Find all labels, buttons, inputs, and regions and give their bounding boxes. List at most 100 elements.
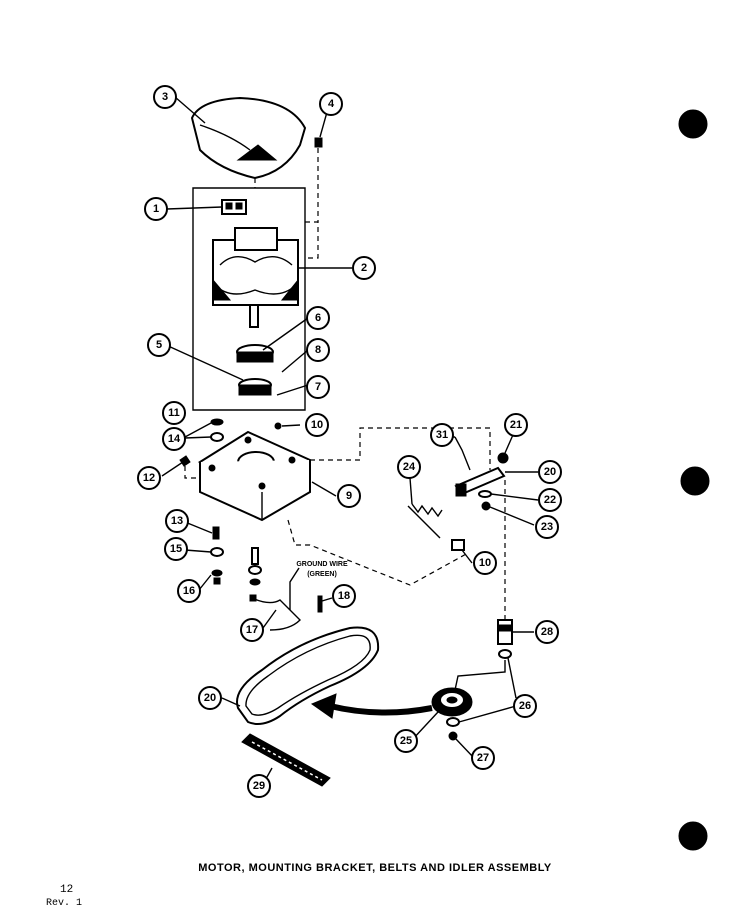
callout-16: 16 [177,579,201,603]
callout-13: 13 [165,509,189,533]
stud-part-13 [212,526,220,540]
callout-18: 18 [332,584,356,608]
ground-wire-color-label: (GREEN) [307,571,337,578]
svg-text:21: 21 [510,419,522,431]
callout-23: 23 [535,515,559,539]
callout-24: 24 [397,455,421,479]
svg-text:23: 23 [541,521,553,533]
screw-part-12 [179,455,191,467]
grommet-part-14 [210,432,224,442]
svg-text:16: 16 [183,585,195,597]
svg-text:31: 31 [436,429,448,441]
svg-text:14: 14 [168,433,181,445]
bolt-part-18 [317,595,323,613]
callout-25: 25 [394,729,418,753]
svg-text:11: 11 [168,407,180,419]
punch-hole-middle [680,466,710,496]
diagram-title: MOTOR, MOUNTING BRACKET, BELTS AND IDLER… [198,862,552,874]
callout-14: 14 [162,427,186,451]
svg-text:24: 24 [403,461,416,473]
svg-text:2: 2 [361,262,367,274]
svg-text:12: 12 [143,472,155,484]
ground-wire-part-17 [251,597,301,631]
direction-arrow [329,703,433,716]
callout-31: 31 [430,423,454,447]
callout-6: 6 [306,306,330,330]
svg-text:29: 29 [253,780,265,792]
callout-20-belt: 20 [198,686,222,710]
motor-group-frame [192,187,306,411]
callout-29: 29 [247,774,271,798]
svg-text:26: 26 [519,700,531,712]
idler-arm-part-20 [454,466,506,497]
punch-hole-bottom [678,821,708,851]
svg-text:7: 7 [315,381,321,393]
svg-text:1: 1 [153,203,159,215]
callout-3: 3 [153,85,177,109]
callout-9: 9 [337,484,361,508]
callout-27: 27 [471,746,495,770]
revision-label: Rev. 1 [46,898,83,909]
nut-part-21 [497,452,509,464]
svg-text:25: 25 [400,735,412,747]
callout-5: 5 [147,333,171,357]
idler-pulley-part-25 [431,687,473,717]
callout-21: 21 [504,413,528,437]
grommet-part-15 [210,547,224,557]
washer-part-22 [478,490,492,498]
svg-text:3: 3 [162,91,168,103]
callout-10-bottom: 10 [473,551,497,575]
callout-12: 12 [137,466,161,490]
svg-text:18: 18 [338,590,350,602]
callout-7: 7 [306,375,330,399]
bracket-part-19 [451,539,465,551]
callout-15: 15 [164,537,188,561]
svg-text:27: 27 [477,752,489,764]
svg-text:22: 22 [544,494,556,506]
nut-part-10 [274,422,282,430]
callout-28: 28 [535,620,559,644]
belt-part-30 [236,626,380,725]
spring-part-24 [407,505,441,539]
callout-1: 1 [144,197,168,221]
punch-hole-top [678,109,708,139]
washer-part-26 [498,649,512,659]
page-number: 12 [60,884,74,896]
svg-text:9: 9 [346,490,352,502]
svg-text:10: 10 [311,419,323,431]
svg-text:20: 20 [544,466,556,478]
motor-part-2 [212,227,299,328]
callout-22: 22 [538,488,562,512]
screw-part-4 [314,137,323,148]
callout-4: 4 [319,92,343,116]
svg-text:6: 6 [315,312,321,324]
cogged-belt-part-29 [241,733,331,787]
callout-17: 17 [240,618,264,642]
svg-text:20: 20 [204,692,216,704]
svg-text:5: 5 [156,339,162,351]
callout-2: 2 [352,256,376,280]
callout-10-top: 10 [305,413,329,437]
shaft-part-28 [497,619,513,645]
motor-cover-part [190,96,307,180]
callout-26: 26 [513,694,537,718]
pulley-part-5 [238,378,272,396]
svg-text:15: 15 [170,543,182,555]
svg-text:13: 13 [171,515,183,527]
svg-text:17: 17 [246,624,258,636]
ground-wire-label: GROUND WIRE [296,561,348,568]
mounting-bracket-part-9 [197,430,313,522]
washer-part-11 [210,418,224,426]
washer-part-16 [211,569,223,577]
callout-20-idler: 20 [538,460,562,484]
callout-8: 8 [306,338,330,362]
svg-text:10: 10 [479,557,491,569]
connector-part-1 [221,199,247,215]
screw-part-23 [481,501,491,511]
svg-text:28: 28 [541,626,553,638]
leader-lines [161,96,539,787]
svg-text:8: 8 [315,344,321,356]
svg-text:4: 4 [328,98,335,110]
callout-11: 11 [162,401,186,425]
